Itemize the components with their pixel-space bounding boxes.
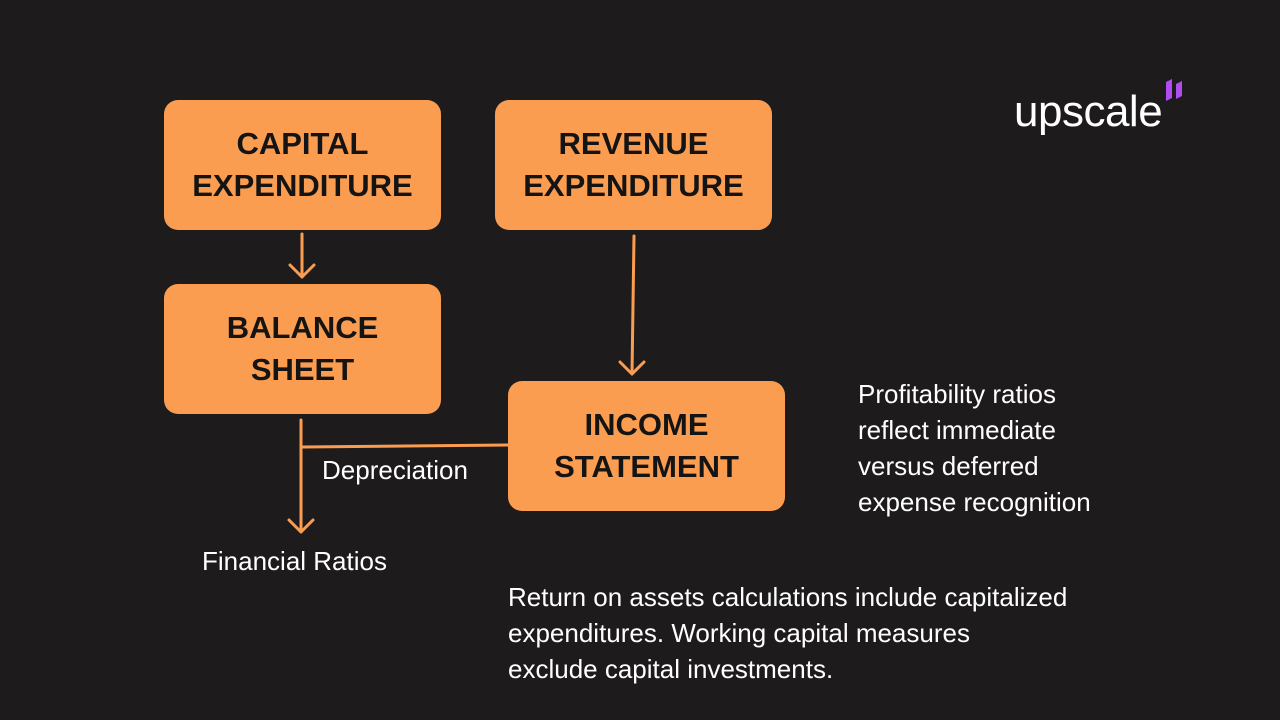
profitability-note-line-2: reflect immediate [858,415,1056,445]
capital-expenditure-box: CAPITAL EXPENDITURE [164,100,441,230]
arrow-revex-to-income [630,234,636,376]
revenue-expenditure-box: REVENUE EXPENDITURE [495,100,772,230]
return-on-assets-note: Return on assets calculations include ca… [508,579,1067,687]
roa-note-line-3: exclude capital investments. [508,654,834,684]
profitability-note: Profitability ratios reflect immediate v… [858,376,1091,520]
revenue-expenditure-line-2: EXPENDITURE [523,168,744,203]
balance-sheet-box: BALANCE SHEET [164,284,441,414]
arrowhead-revex-to-income [618,360,646,376]
balance-sheet-line-2: SHEET [250,352,355,387]
logo-mark-icon [1166,79,1183,101]
arrowhead-capex-to-balance [288,263,316,279]
upscale-logo: upscale [1014,76,1186,146]
depreciation-connector [301,443,510,449]
roa-note-line-2: expenditures. Working capital measures [508,618,970,648]
profitability-note-line-3: versus deferred [858,451,1039,481]
balance-sheet-line-1: BALANCE [226,310,379,345]
income-statement-line-2: STATEMENT [554,449,739,484]
financial-ratios-label: Financial Ratios [202,546,387,576]
profitability-note-line-1: Profitability ratios [858,379,1056,409]
income-statement-box: INCOME STATEMENT [508,381,785,511]
revenue-expenditure-line-1: REVENUE [558,126,709,161]
income-statement-line-1: INCOME [584,407,709,442]
profitability-note-line-4: expense recognition [858,487,1091,517]
arrowhead-balance-to-ratios [287,518,315,534]
depreciation-label: Depreciation [322,455,468,485]
capital-expenditure-line-2: EXPENDITURE [192,168,413,203]
capital-expenditure-line-1: CAPITAL [236,126,369,161]
logo-wordmark: upscale [1014,87,1163,136]
roa-note-line-1: Return on assets calculations include ca… [508,582,1068,612]
